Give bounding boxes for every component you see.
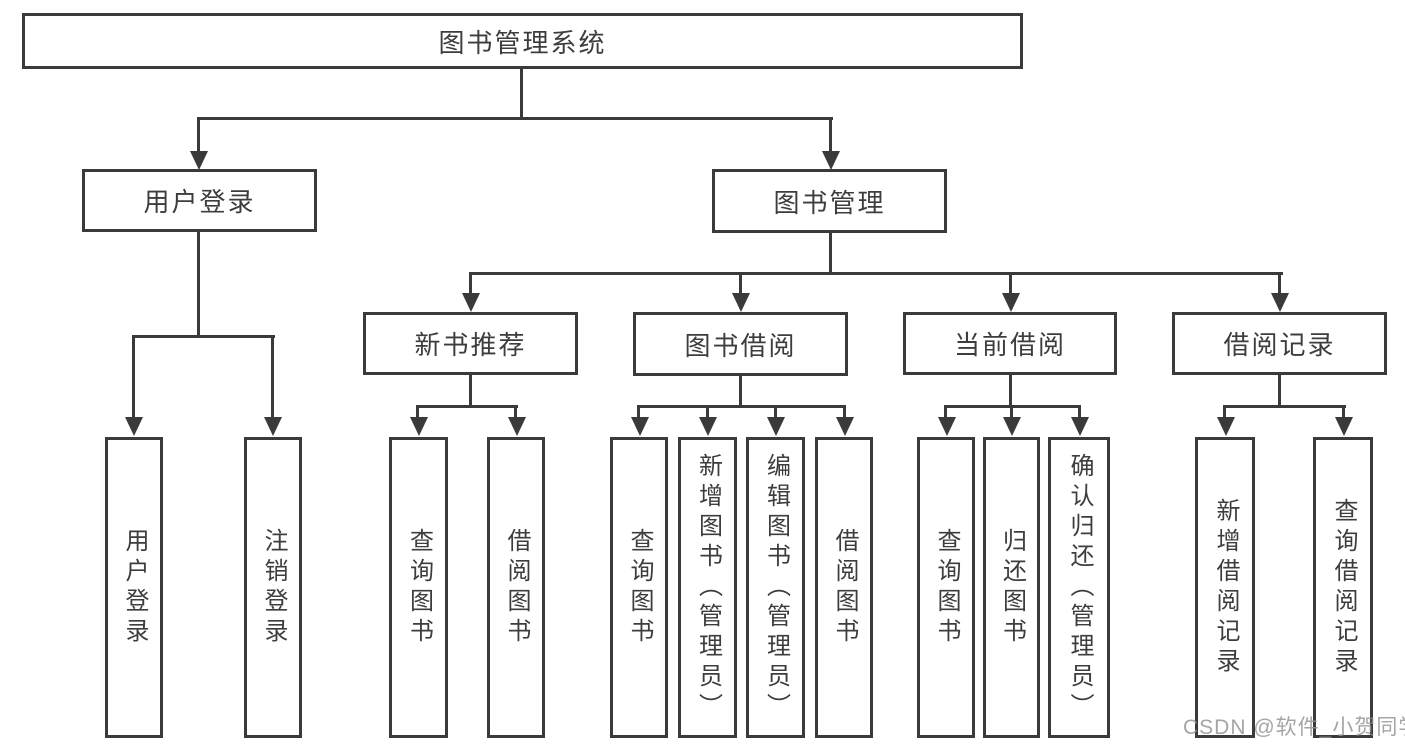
arrow-down-icon bbox=[822, 151, 840, 170]
node-user-login: 用户登录 bbox=[82, 169, 317, 232]
connector-line bbox=[197, 117, 200, 154]
connector-line bbox=[637, 405, 846, 408]
connector-line bbox=[1078, 405, 1081, 419]
arrow-down-icon bbox=[264, 417, 282, 436]
connector-line bbox=[1009, 375, 1012, 408]
leaf-return-books: 归还图书 bbox=[983, 437, 1040, 738]
arrow-down-icon bbox=[190, 151, 208, 170]
connector-line bbox=[843, 405, 846, 419]
arrow-down-icon bbox=[1003, 417, 1021, 436]
leaf-query-books: 查询图书 bbox=[917, 437, 975, 738]
arrow-down-icon bbox=[462, 293, 480, 312]
arrow-down-icon bbox=[732, 293, 750, 312]
connector-line bbox=[706, 405, 709, 419]
connector-line bbox=[637, 405, 640, 419]
connector-line bbox=[739, 376, 742, 408]
connector-line bbox=[271, 335, 274, 417]
connector-line bbox=[132, 335, 275, 338]
connector-line bbox=[416, 405, 518, 408]
connector-line bbox=[1223, 405, 1346, 408]
connector-line bbox=[132, 335, 135, 417]
connector-line bbox=[774, 405, 777, 419]
leaf-borrow-books: 借阅图书 bbox=[487, 437, 545, 738]
leaf-edit-books-admin: 编辑图书（管理员） bbox=[746, 437, 805, 738]
node-borrow-record: 借阅记录 bbox=[1172, 312, 1387, 375]
leaf-query-books: 查询图书 bbox=[389, 437, 448, 738]
connector-line bbox=[520, 69, 523, 118]
leaf-user-login: 用户登录 bbox=[105, 437, 163, 738]
leaf-query-borrow-record: 查询借阅记录 bbox=[1313, 437, 1373, 738]
csdn-watermark: CSDN @软件_小贺同学 bbox=[1183, 716, 1405, 739]
arrow-down-icon bbox=[767, 417, 785, 436]
connector-line bbox=[1278, 375, 1281, 408]
arrow-down-icon bbox=[1217, 417, 1235, 436]
arrow-down-icon bbox=[410, 417, 428, 436]
leaf-confirm-return-admin: 确认归还（管理员） bbox=[1048, 437, 1110, 738]
connector-line bbox=[1009, 272, 1012, 297]
node-current-borrow: 当前借阅 bbox=[903, 312, 1117, 375]
arrow-down-icon bbox=[1335, 417, 1353, 436]
arrow-down-icon bbox=[1271, 293, 1289, 312]
connector-line bbox=[197, 231, 200, 338]
connector-line bbox=[829, 117, 832, 154]
leaf-add-borrow-record: 新增借阅记录 bbox=[1195, 437, 1255, 738]
node-book-borrow: 图书借阅 bbox=[633, 312, 848, 376]
node-new-book-recommend: 新书推荐 bbox=[363, 312, 578, 375]
leaf-borrow-books: 借阅图书 bbox=[815, 437, 873, 738]
node-library-management-system: 图书管理系统 bbox=[22, 13, 1023, 69]
connector-line bbox=[197, 117, 833, 120]
arrow-down-icon bbox=[508, 417, 526, 436]
connector-line bbox=[1010, 405, 1013, 419]
leaf-add-books-admin: 新增图书（管理员） bbox=[678, 437, 737, 738]
leaf-logout: 注销登录 bbox=[244, 437, 302, 738]
arrow-down-icon bbox=[1071, 417, 1089, 436]
connector-line bbox=[829, 232, 832, 274]
connector-line bbox=[1342, 405, 1345, 419]
connector-line bbox=[469, 272, 1283, 275]
arrow-down-icon bbox=[836, 417, 854, 436]
leaf-query-books: 查询图书 bbox=[610, 437, 668, 738]
arrow-down-icon bbox=[699, 417, 717, 436]
connector-line bbox=[416, 405, 419, 419]
connector-line bbox=[469, 375, 472, 408]
arrow-down-icon bbox=[631, 417, 649, 436]
connector-line bbox=[469, 272, 472, 297]
connector-line bbox=[514, 405, 517, 419]
connector-line bbox=[739, 272, 742, 297]
arrow-down-icon bbox=[125, 417, 143, 436]
connector-line bbox=[944, 405, 947, 419]
node-book-management: 图书管理 bbox=[712, 169, 947, 233]
connector-line bbox=[1223, 405, 1226, 419]
arrow-down-icon bbox=[938, 417, 956, 436]
connector-line bbox=[1278, 272, 1281, 297]
arrow-down-icon bbox=[1002, 293, 1020, 312]
